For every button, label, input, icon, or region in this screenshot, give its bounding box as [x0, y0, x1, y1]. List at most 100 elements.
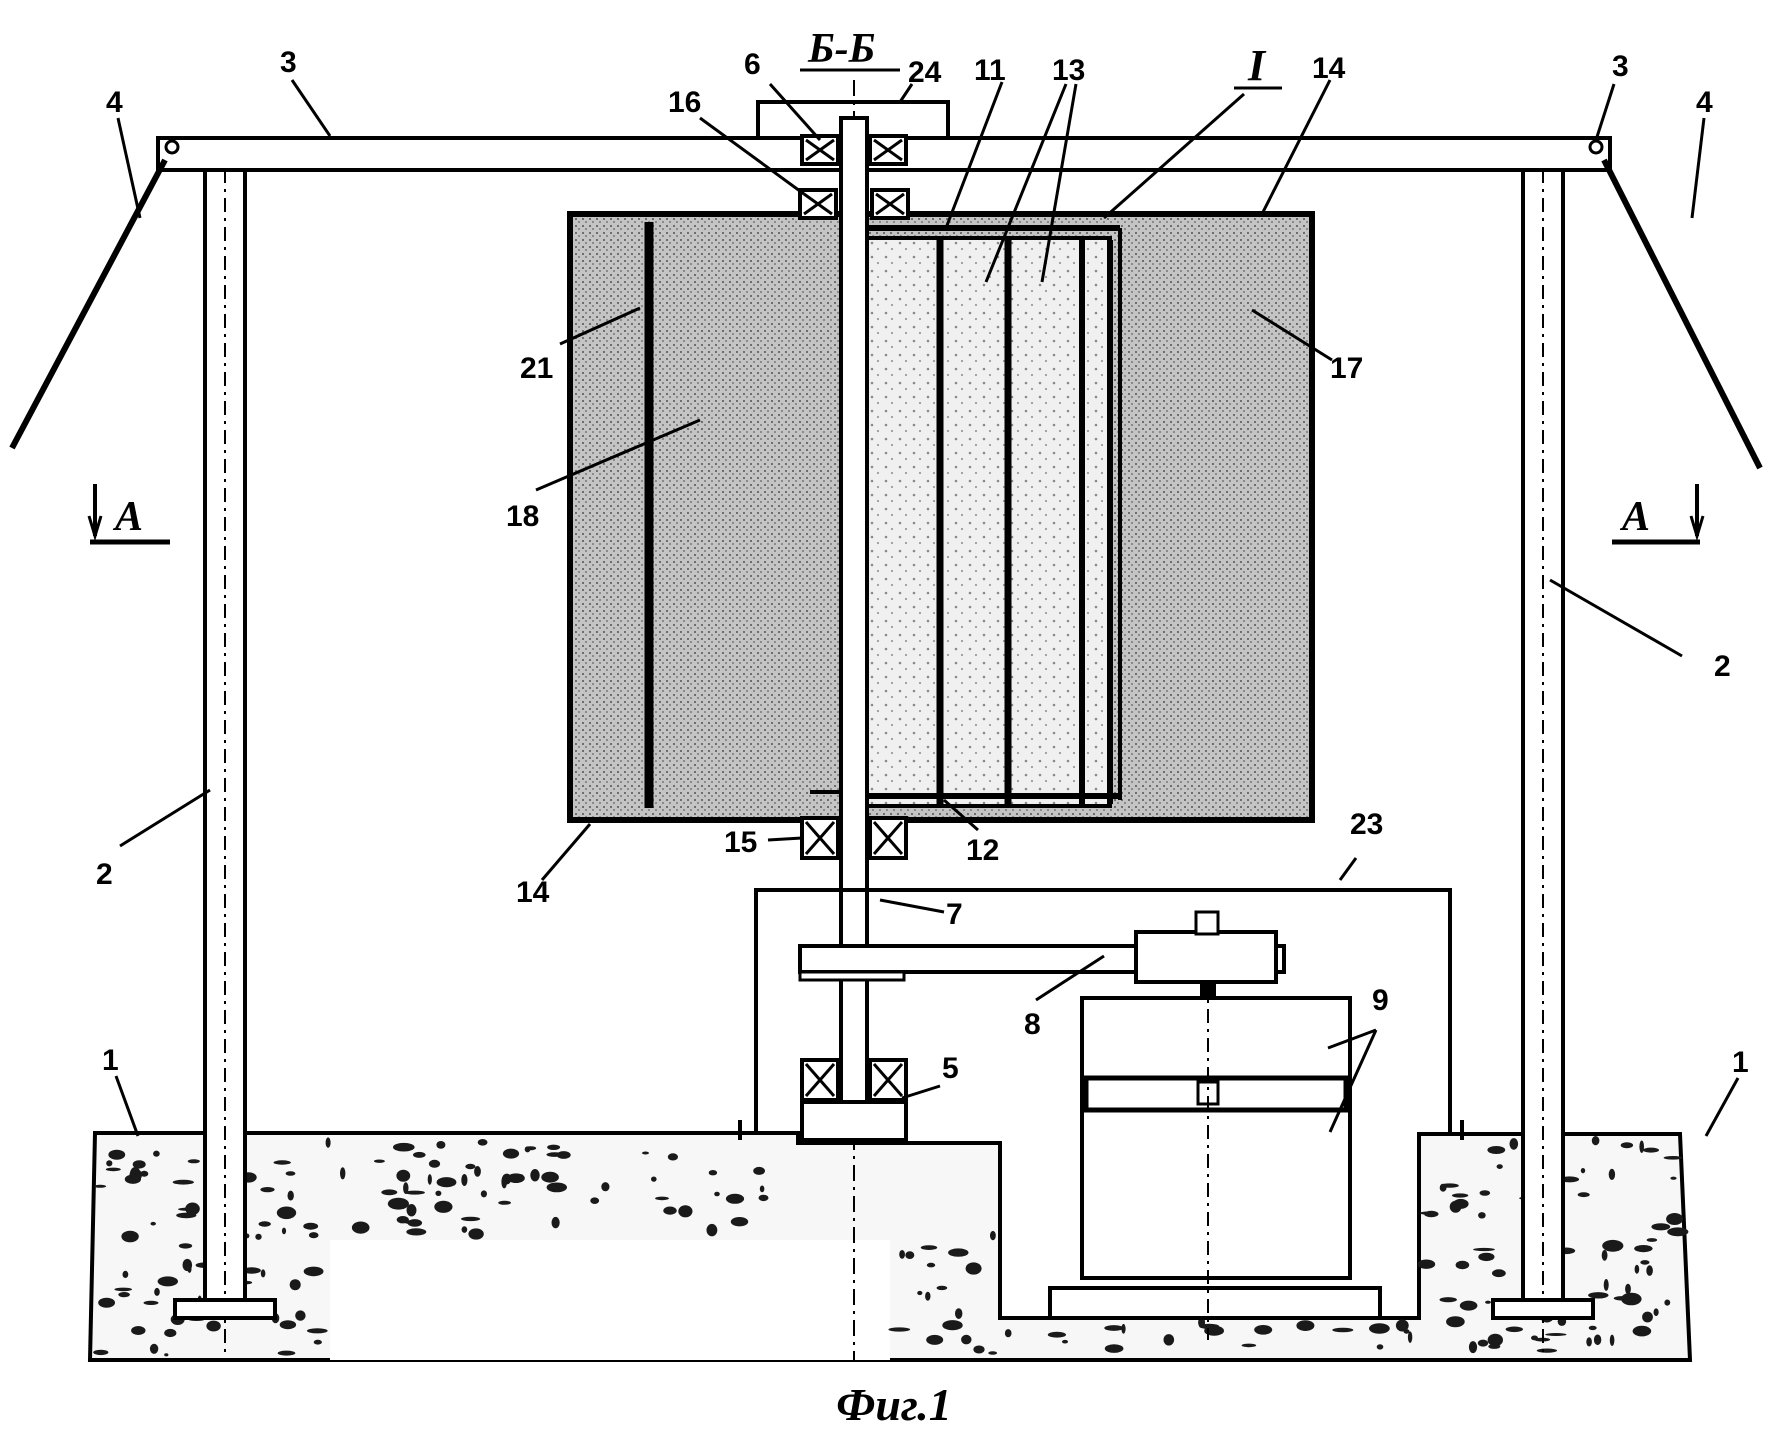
ground-foundation: [90, 1133, 1690, 1360]
gravel-stone: [1651, 1223, 1670, 1230]
gravel-stone: [926, 1335, 943, 1345]
gravel-stone: [278, 1351, 296, 1356]
label-brace-right: 4: [1696, 86, 1713, 119]
right-cut-label: A: [1619, 494, 1650, 540]
label-end-plate-14-bottom: 14: [516, 876, 550, 909]
gravel-stone: [185, 1203, 200, 1216]
gravel-stone: [188, 1159, 200, 1163]
gravel-stone: [1242, 1344, 1257, 1348]
gravel-stone: [1666, 1213, 1683, 1225]
gravel-stone: [437, 1177, 457, 1187]
gravel-stone: [498, 1201, 511, 1205]
gravel-stone: [307, 1328, 328, 1333]
gravel-stone: [1640, 1260, 1649, 1265]
gravel-stone: [352, 1222, 370, 1234]
gravel-stone: [501, 1175, 507, 1188]
gravel-stone: [530, 1169, 539, 1181]
gravel-stone: [1634, 1245, 1652, 1252]
gravel-stone: [1592, 1136, 1600, 1145]
gravel-stone: [590, 1197, 599, 1204]
gravel-stone: [760, 1186, 765, 1193]
label-pillar-right: 2: [1714, 650, 1731, 683]
gravel-stone: [1062, 1340, 1068, 1344]
label-bearing-6: 6: [744, 48, 761, 81]
gravel-stone: [478, 1139, 488, 1146]
gravel-stone: [759, 1195, 769, 1201]
gravel-stone: [154, 1288, 160, 1296]
label-left-panel-18: 18: [506, 500, 539, 533]
gravel-stone: [1254, 1325, 1272, 1335]
gravel-stone: [474, 1166, 481, 1177]
gravel-stone: [961, 1335, 971, 1345]
label-blades-13: 13: [1052, 54, 1085, 87]
gravel-stone: [388, 1198, 409, 1210]
gravel-stone: [1578, 1192, 1590, 1197]
label-shaft-7: 7: [946, 898, 963, 931]
gravel-stone: [547, 1152, 563, 1157]
gravel-stone: [1639, 1141, 1644, 1153]
gravel-stone: [1664, 1300, 1670, 1306]
section-marker: I: [1247, 41, 1267, 90]
shaft: [841, 118, 867, 1143]
gravel-stone: [1621, 1142, 1633, 1148]
gravel-stone: [1646, 1265, 1653, 1276]
gravel-stone: [709, 1170, 717, 1175]
gravel-stone: [98, 1298, 115, 1308]
right-brace: [1604, 160, 1760, 468]
gravel-stone: [925, 1292, 930, 1301]
gravel-stone: [917, 1291, 922, 1295]
gravel-stone: [1377, 1344, 1384, 1349]
gravel-stone: [1478, 1253, 1494, 1261]
gravel-stone: [314, 1340, 322, 1345]
gravel-stone: [465, 1164, 475, 1169]
gravel-stone: [707, 1224, 718, 1236]
gravel-stone: [601, 1182, 609, 1191]
gravel-stone: [651, 1177, 657, 1182]
label-bearing-15: 15: [724, 826, 757, 859]
gravel-stone: [183, 1259, 193, 1271]
gravel-stone: [1654, 1308, 1659, 1316]
gravel-stone: [428, 1174, 432, 1185]
gravel-stone: [468, 1228, 483, 1239]
gravel-stone: [151, 1222, 156, 1226]
gravel-stone: [1005, 1329, 1012, 1337]
gravel-stone: [955, 1308, 962, 1319]
gravel-stone: [260, 1187, 274, 1192]
gravel-stone: [1610, 1335, 1615, 1346]
label-base-right: 1: [1732, 1046, 1749, 1079]
gravel-stone: [1537, 1349, 1557, 1353]
gravel-stone: [462, 1226, 468, 1233]
gravel-stone: [94, 1185, 106, 1188]
gravel-stone: [1586, 1337, 1592, 1346]
gravel-stone: [937, 1286, 948, 1290]
gravel-stone: [753, 1167, 765, 1175]
label-beam-right: 3: [1612, 50, 1629, 83]
gravel-stone: [503, 1149, 519, 1159]
gravel-stone: [274, 1160, 291, 1164]
gravel-stone: [731, 1217, 748, 1226]
gravel-stone: [1642, 1312, 1653, 1323]
gravel-stone: [990, 1231, 996, 1240]
gravel-stone: [106, 1160, 112, 1166]
gravel-stone: [1604, 1279, 1609, 1291]
gravel-stone: [164, 1353, 168, 1356]
gravel-stone: [1440, 1297, 1457, 1302]
gravel-stone: [1485, 1301, 1491, 1304]
gravel-stone: [1621, 1293, 1642, 1306]
gravel-stone: [1048, 1332, 1066, 1338]
gravel-stone: [1633, 1326, 1652, 1337]
gravel-stone: [1647, 1238, 1658, 1242]
gravel-stone: [1469, 1341, 1477, 1353]
label-panel-edge-21: 21: [520, 352, 553, 385]
gravel-stone: [295, 1310, 305, 1320]
label-bearing-5: 5: [942, 1052, 959, 1085]
gravel-stone: [309, 1232, 319, 1238]
gravel-stone: [1635, 1265, 1640, 1274]
gravel-stone: [1408, 1331, 1412, 1343]
gravel-stone: [259, 1221, 271, 1226]
gravel-stone: [1625, 1284, 1631, 1294]
label-generator-9: 9: [1372, 984, 1389, 1017]
gravel-stone: [1478, 1340, 1488, 1347]
gravel-stone: [921, 1245, 937, 1250]
